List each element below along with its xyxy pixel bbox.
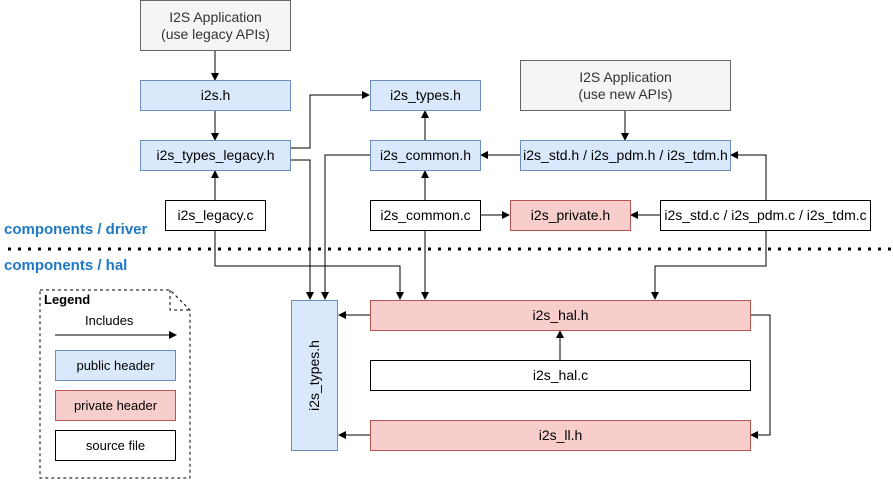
app-legacy-node: I2S Application (use legacy APIs): [140, 0, 291, 51]
i2s-legacy-c-node: i2s_legacy.c: [165, 200, 266, 231]
layer-label-driver: components / driver: [4, 221, 148, 238]
arrow-types-legacy-to-types-top: [290, 91, 370, 149]
legend-private-header: private header: [55, 390, 176, 421]
legend-title: Legend: [44, 292, 91, 307]
arrow-types-legacy-to-hal-types: [290, 159, 314, 300]
i2s-std-c-node: i2s_std.c / i2s_pdm.c / i2s_tdm.c: [660, 200, 871, 231]
i2s-common-h-node: i2s_common.h: [370, 140, 481, 171]
arrow-common-h-to-hal-types: [321, 154, 370, 300]
i2s-hal-h-node: i2s_hal.h: [370, 300, 751, 331]
app-legacy-line1: I2S Application: [169, 8, 262, 25]
i2s-hal-c-node: i2s_hal.c: [370, 360, 751, 391]
i2s-common-c-node: i2s_common.c: [370, 200, 481, 231]
legend-includes-label: Includes: [85, 313, 134, 328]
i2s-types-h-hal-label: i2s_types.h: [306, 340, 323, 411]
i2s-std-h-node: i2s_std.h / i2s_pdm.h / i2s_tdm.h: [520, 140, 731, 171]
i2s-ll-h-node: i2s_ll.h: [370, 420, 751, 451]
legend-source-file: source file: [55, 430, 176, 461]
layer-label-hal: components / hal: [4, 257, 128, 274]
app-legacy-line2: (use legacy APIs): [161, 25, 270, 42]
app-new-node: I2S Application (use new APIs): [520, 60, 731, 111]
arrow-hal-h-to-ll-h: [750, 314, 771, 439]
i2s-private-h-node: i2s_private.h: [510, 200, 631, 231]
i2s-types-h-top-node: i2s_types.h: [370, 80, 481, 111]
legend-public-header: public header: [55, 350, 176, 381]
arrow-std-c-to-hal-h: [651, 230, 767, 300]
i2s-h-node: i2s.h: [140, 80, 291, 111]
arrow-std-c-to-std-h: [730, 151, 767, 200]
app-new-line1: I2S Application: [579, 68, 672, 85]
i2s-types-legacy-h-node: i2s_types_legacy.h: [140, 140, 291, 171]
arrow-legacy-c-to-hal-h: [214, 230, 404, 300]
i2s-types-h-hal-node: i2s_types.h: [291, 300, 338, 451]
app-new-line2: (use new APIs): [578, 85, 673, 102]
